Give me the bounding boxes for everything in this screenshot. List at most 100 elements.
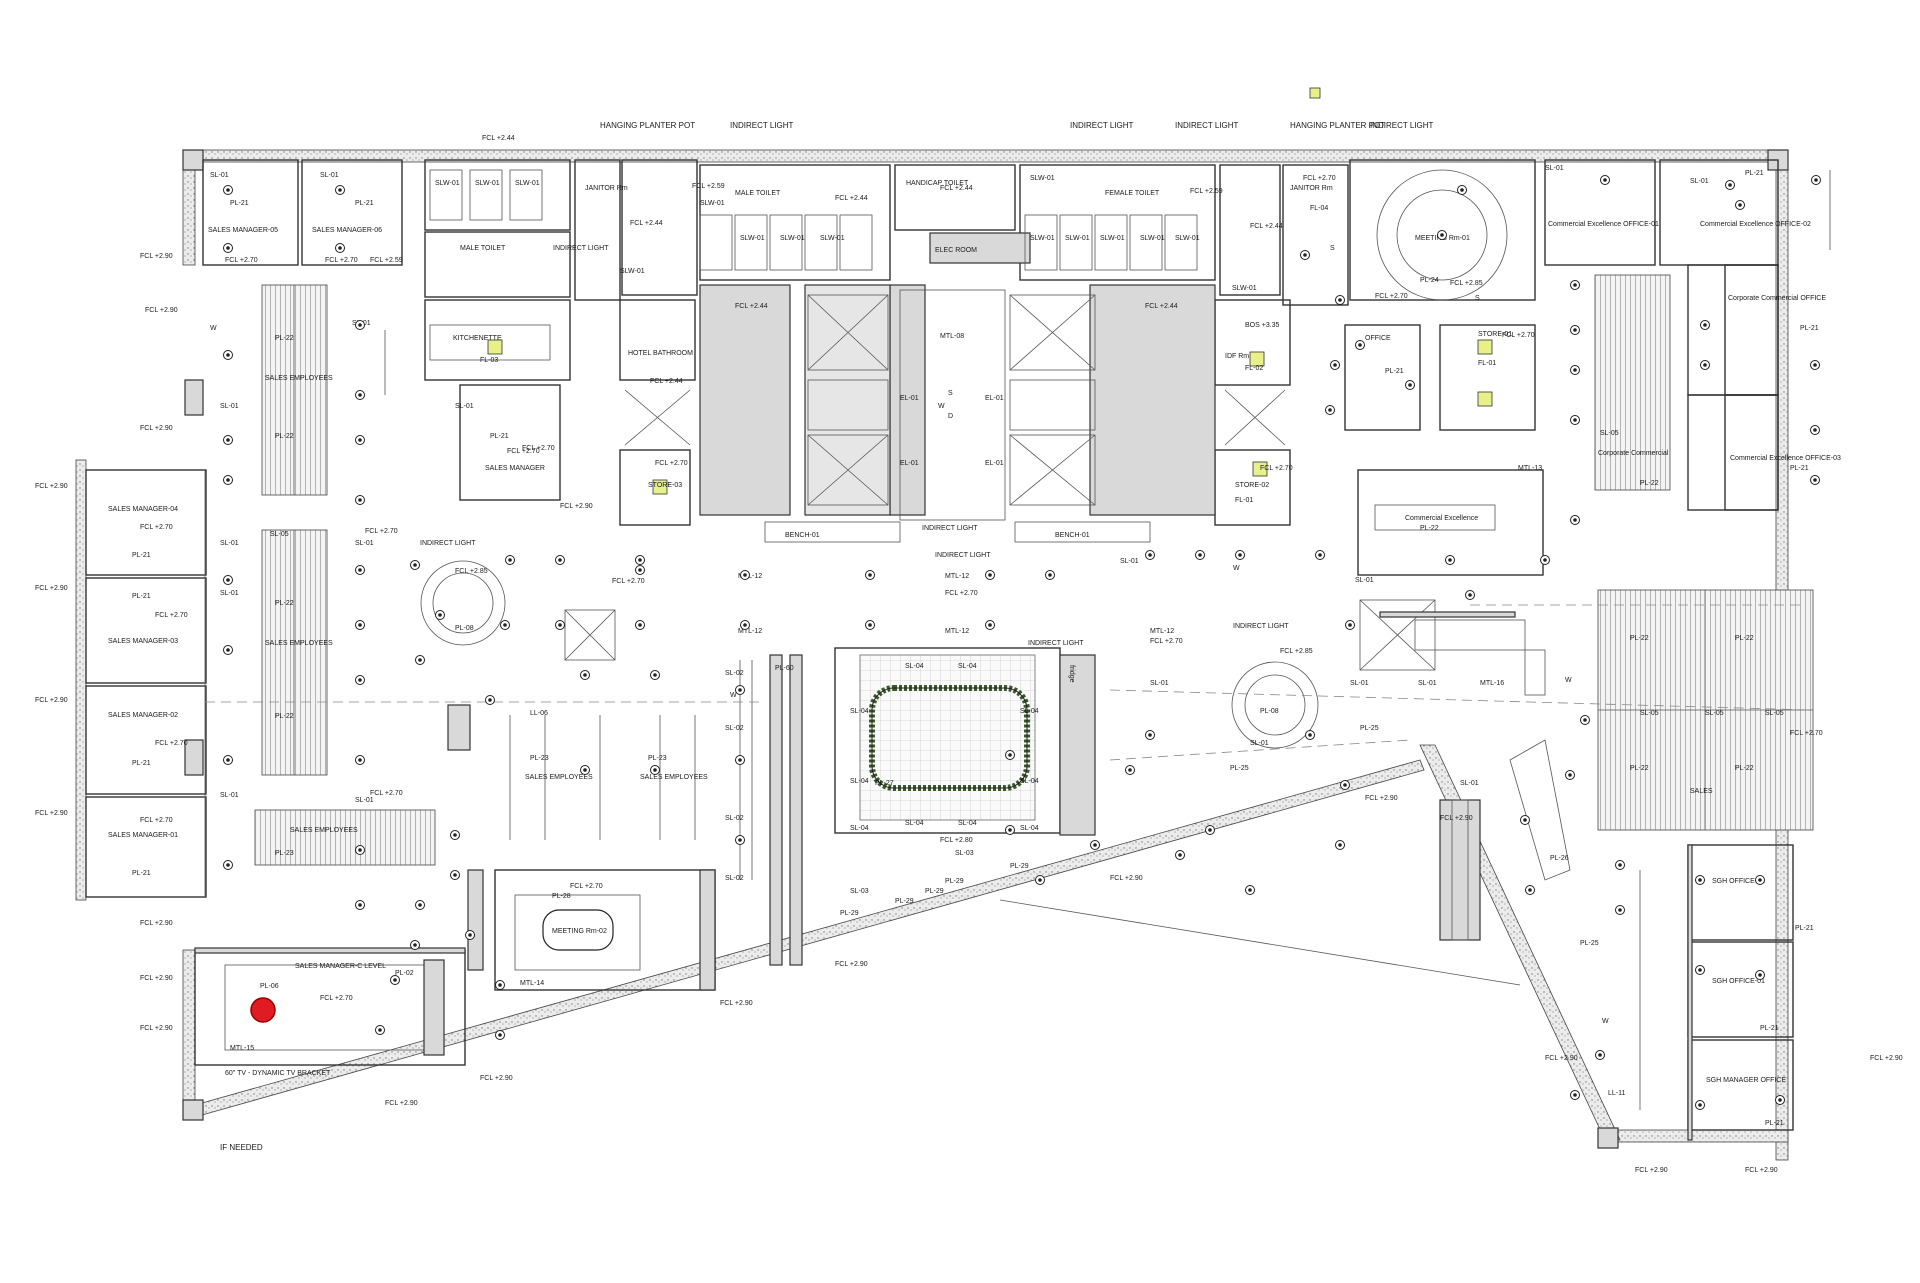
svg-text:PL-25: PL-25	[1230, 765, 1249, 772]
svg-text:FCL +2.70: FCL +2.70	[507, 448, 540, 455]
downlight-dot-icon	[638, 623, 642, 627]
label-elec-room: ELEC ROOM	[935, 247, 977, 254]
svg-text:FCL +2.44: FCL +2.44	[650, 378, 683, 385]
svg-text:FCL +2.70: FCL +2.70	[1790, 730, 1823, 737]
label-sales-manager-01: SALES MANAGER-01	[108, 832, 178, 839]
downlight-dot-icon	[653, 673, 657, 677]
downlight-dot-icon	[738, 688, 742, 692]
downlight-dot-icon	[1038, 878, 1042, 882]
downlight-dot-icon	[1703, 323, 1707, 327]
note-tv: 60" TV - DYNAMIC TV BRACKET	[225, 1070, 331, 1077]
svg-text:FCL +2.59: FCL +2.59	[370, 257, 403, 264]
svg-text:PL-22: PL-22	[275, 433, 294, 440]
downlight-dot-icon	[338, 246, 342, 250]
svg-text:SLW-01: SLW-01	[700, 200, 725, 207]
downlight-dot-icon	[226, 863, 230, 867]
downlight-dot-icon	[226, 578, 230, 582]
svg-text:SLW-01: SLW-01	[1140, 235, 1165, 242]
downlight-dot-icon	[498, 1033, 502, 1037]
downlight-dot-icon	[1318, 553, 1322, 557]
svg-text:FCL +2.70: FCL +2.70	[612, 578, 645, 585]
svg-text:PL-24: PL-24	[1420, 277, 1439, 284]
svg-text:FCL +2.85: FCL +2.85	[455, 568, 488, 575]
svg-text:PL-22: PL-22	[1735, 765, 1754, 772]
svg-text:PL-08: PL-08	[1260, 708, 1279, 715]
downlight-dot-icon	[1598, 1053, 1602, 1057]
svg-text:FCL +2.44: FCL +2.44	[1145, 303, 1178, 310]
svg-text:PL-21: PL-21	[132, 760, 151, 767]
svg-text:PL-21: PL-21	[490, 433, 509, 440]
downlight-dot-icon	[1568, 773, 1572, 777]
downlight-dot-icon	[1008, 828, 1012, 832]
svg-text:SLW-01: SLW-01	[1175, 235, 1200, 242]
svg-text:FL-01: FL-01	[1235, 497, 1253, 504]
svg-text:PL-02: PL-02	[395, 970, 414, 977]
label-kitchenette: KITCHENETTE	[453, 335, 502, 342]
downlight-dot-icon	[358, 438, 362, 442]
svg-text:SL-03: SL-03	[850, 888, 869, 895]
label-sales-manager: SALES MANAGER	[485, 465, 545, 472]
label-indirect-light-right: INDIRECT LIGHT	[1233, 623, 1289, 630]
downlight-dot-icon	[1208, 828, 1212, 832]
label-indirect-light-toilet: INDIRECT LIGHT	[553, 245, 609, 252]
downlight-dot-icon	[1198, 553, 1202, 557]
svg-text:W: W	[1602, 1018, 1609, 1025]
downlight-dot-icon	[508, 558, 512, 562]
downlight-dot-icon	[378, 1028, 382, 1032]
svg-text:FCL +2.70: FCL +2.70	[320, 995, 353, 1002]
downlight-dot-icon	[358, 323, 362, 327]
svg-text:W: W	[1565, 677, 1572, 684]
top-notes: HANGING PLANTER POT INDIRECT LIGHT INDIR…	[220, 121, 1434, 1152]
fixture-codes: SL-01 SL-01 PL-21 PL-21 SL-01 SL-01 SL-0…	[132, 165, 1819, 1127]
svg-text:SLW-01: SLW-01	[475, 180, 500, 187]
downlight-dot-icon	[1603, 178, 1607, 182]
downlight-dot-icon	[1008, 753, 1012, 757]
downlight-dot-icon	[418, 658, 422, 662]
svg-text:PL-26: PL-26	[1550, 855, 1569, 862]
svg-text:PL-29: PL-29	[840, 910, 859, 917]
downlight-dot-icon	[358, 903, 362, 907]
svg-text:PL-21: PL-21	[132, 552, 151, 559]
svg-text:MTL-14: MTL-14	[520, 980, 544, 987]
svg-text:W: W	[938, 403, 945, 410]
svg-text:SLW-01: SLW-01	[620, 268, 645, 275]
svg-text:SL-04: SL-04	[1020, 825, 1039, 832]
downlight-dot-icon	[558, 558, 562, 562]
label-male-toilet-1: MALE TOILET	[460, 245, 506, 252]
svg-text:FCL +2.70: FCL +2.70	[522, 445, 555, 452]
svg-text:FCL +2.44: FCL +2.44	[835, 195, 868, 202]
svg-text:SL-01: SL-01	[1545, 165, 1564, 172]
svg-text:FCL +2.90: FCL +2.90	[35, 585, 68, 592]
label-sales-employees-4: SALES EMPLOYEES	[640, 774, 708, 781]
svg-text:SL-01: SL-01	[210, 172, 229, 179]
svg-text:FCL +2.70: FCL +2.70	[1303, 175, 1336, 182]
label-corporate-commercial: Corporate Commercial	[1598, 450, 1669, 457]
svg-text:SL-01: SL-01	[320, 172, 339, 179]
downlight-dot-icon	[738, 838, 742, 842]
svg-text:PL-21: PL-21	[1795, 925, 1814, 932]
note-indirect-light-4: INDIRECT LIGHT	[1370, 121, 1434, 130]
downlight-dot-icon	[358, 623, 362, 627]
label-indirect-light-left: INDIRECT LIGHT	[420, 540, 476, 547]
downlight-dot-icon	[1328, 408, 1332, 412]
label-sales-manager-c-level: SALES MANAGER-C LEVEL	[295, 963, 386, 970]
label-indirect-light-core: INDIRECT LIGHT	[922, 525, 978, 532]
svg-text:FL-03: FL-03	[480, 357, 498, 364]
svg-text:FL-01: FL-01	[1478, 360, 1496, 367]
downlight-dot-icon	[226, 648, 230, 652]
label-sales-manager-02: SALES MANAGER-02	[108, 712, 178, 719]
dashed-lines	[205, 604, 1811, 761]
downlight-dot-icon	[1248, 888, 1252, 892]
downlight-dot-icon	[653, 768, 657, 772]
svg-text:FCL +2.90: FCL +2.90	[1545, 1055, 1578, 1062]
downlight-dot-icon	[453, 833, 457, 837]
svg-text:FCL +2.90: FCL +2.90	[1365, 795, 1398, 802]
label-corporate-office: Corporate Commercial OFFICE	[1728, 295, 1826, 302]
label-sales-manager-05: SALES MANAGER-05	[208, 227, 278, 234]
downlight-dot-icon	[338, 188, 342, 192]
svg-text:EL-01: EL-01	[985, 395, 1004, 402]
downlight-dot-icon	[226, 478, 230, 482]
label-sgh-manager: SGH MANAGER OFFICE	[1706, 1077, 1786, 1084]
svg-text:FCL +2.90: FCL +2.90	[480, 1075, 513, 1082]
